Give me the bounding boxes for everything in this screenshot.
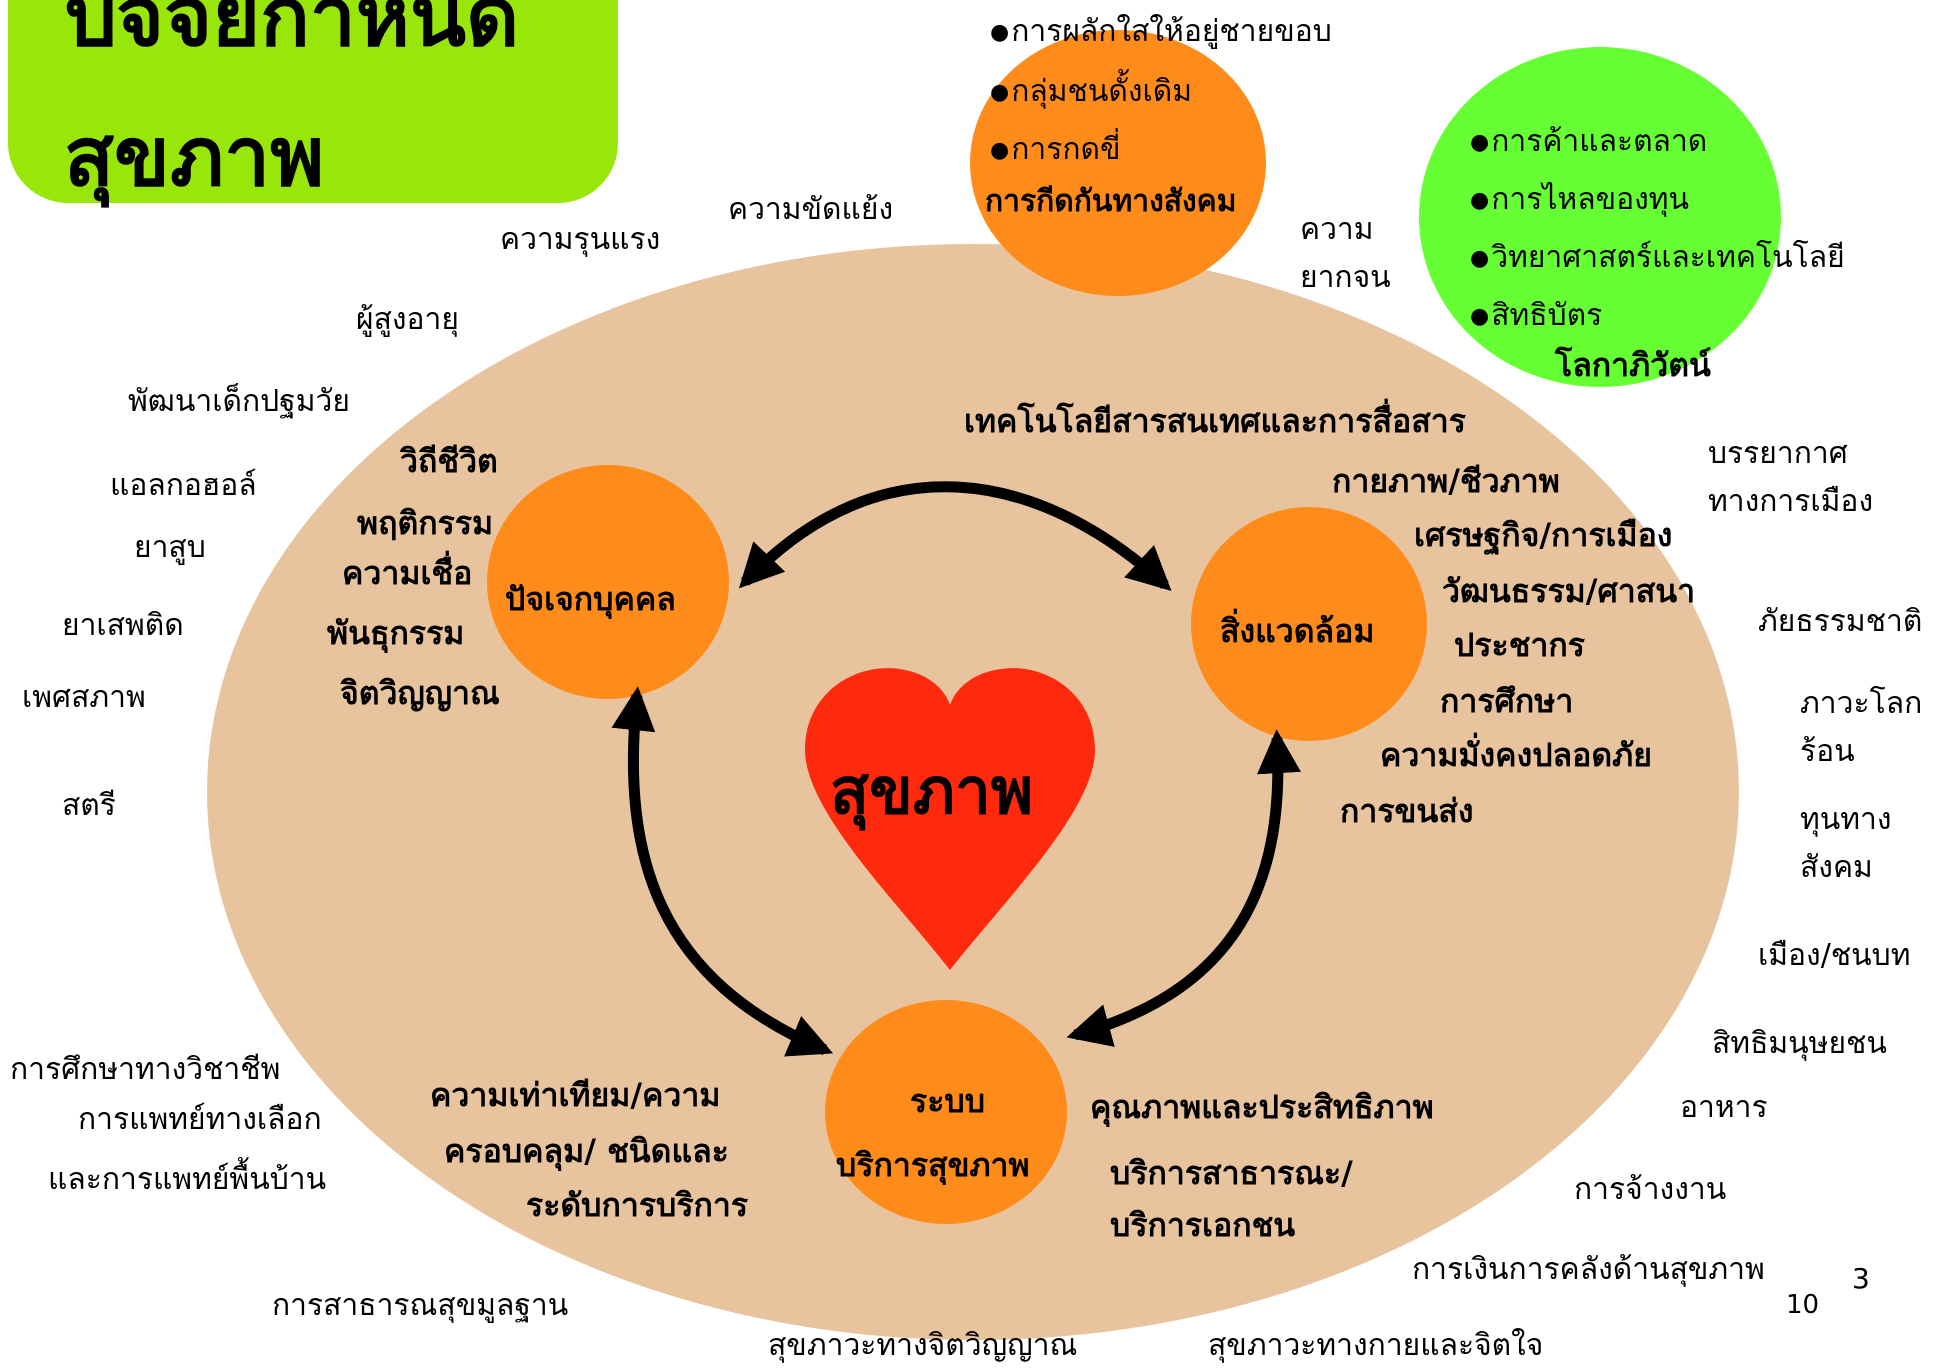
health-center-label: สุขภาพ: [830, 755, 1034, 829]
globalization-label: โลกาภิวัตน์: [1555, 346, 1711, 384]
outer-factor: อาหาร: [1680, 1090, 1768, 1125]
globalization-item: สิทธิบัตร: [1470, 292, 1602, 339]
title-line-2: สุขภาพ: [64, 110, 325, 205]
health-system-label-2: บริการสุขภาพ: [836, 1146, 1030, 1184]
social-exclusion-item: การผลักใสให้อยู่ชายขอบ: [990, 8, 1332, 55]
environment-factor: การศึกษา: [1440, 682, 1574, 720]
social-exclusion-item: การกดขี่: [990, 126, 1120, 173]
system-left-text: ครอบคลุม/ ชนิดและ: [444, 1132, 729, 1170]
outer-factor: การศึกษาทางวิชาชีพ: [10, 1052, 281, 1087]
outer-factor: ภาวะโลก: [1800, 686, 1923, 721]
globalization-item: วิทยาศาสตร์และเทคโนโลยี: [1470, 234, 1844, 281]
outer-factor: ภัยธรรมชาติ: [1758, 604, 1923, 639]
title-line-1: ปัจจัยกำหนด: [64, 0, 520, 65]
outer-factor: การเงินการคลังด้านสุขภาพ: [1412, 1252, 1765, 1287]
arrow-individual-system: [611, 686, 834, 1057]
arrow-individual-environment: [738, 481, 1172, 591]
outer-factor: ยาสูบ: [134, 530, 206, 565]
outer-factor: ทุนทาง: [1800, 802, 1892, 837]
outer-factor: สุขภาวะทางกายและจิตใจ: [1208, 1328, 1544, 1363]
outer-factor: ความ: [1300, 212, 1374, 247]
system-right-text: คุณภาพและประสิทธิภาพ: [1090, 1088, 1434, 1126]
outer-factor: ร้อน: [1800, 734, 1855, 769]
outer-factor: เพศสภาพ: [22, 680, 146, 715]
system-left-text: ความเท่าเทียม/ความ: [430, 1076, 721, 1114]
social-exclusion-item: กลุ่มชนดั้งเดิม: [990, 68, 1192, 115]
arrow-environment-system: [1066, 729, 1301, 1047]
system-left-text: ระดับการบริการ: [526, 1186, 749, 1224]
outer-factor: ทางการเมือง: [1708, 484, 1874, 519]
outer-factor: พัฒนาเด็กปฐมวัย: [128, 384, 350, 419]
page-number: 3: [1852, 1262, 1870, 1295]
environment-factor: ความมั่งคงปลอดภัย: [1380, 736, 1652, 774]
individual-circle: [487, 465, 729, 699]
individual-factor: จิตวิญญาณ: [340, 674, 500, 712]
health-system-circle: [825, 1000, 1067, 1224]
outer-factor: การจ้างงาน: [1574, 1172, 1727, 1207]
environment-factor: กายภาพ/ชีวภาพ: [1332, 462, 1560, 500]
environment-factor: การขนส่ง: [1340, 792, 1474, 830]
social-exclusion-label: การกีดกันทางสังคม: [985, 184, 1237, 219]
individual-label: ปัจเจกบุคคล: [505, 580, 676, 618]
individual-factor: พฤติกรรม: [357, 504, 494, 542]
outer-factor: สิทธิมนุษยชน: [1712, 1026, 1887, 1061]
globalization-item: การค้าและตลาด: [1470, 118, 1707, 165]
system-right-text: บริการสาธารณะ/: [1110, 1154, 1353, 1192]
outer-factor: บรรยากาศ: [1708, 436, 1848, 471]
environment-factor: วัฒนธรรม/ศาสนา: [1442, 572, 1696, 610]
system-right-text: บริการเอกชน: [1110, 1206, 1296, 1244]
page-number-sub: 10: [1786, 1290, 1820, 1320]
outer-factor: ความรุนแรง: [500, 222, 661, 257]
outer-factor: สุขภาวะทางจิตวิญญาณ: [768, 1328, 1078, 1363]
title-box: [8, 0, 618, 203]
individual-factor: พันธุกรรม: [327, 614, 465, 652]
environment-circle: [1191, 507, 1427, 741]
environment-factor: เศรษฐกิจ/การเมือง: [1414, 516, 1673, 554]
individual-factor: ความเชื่อ: [342, 554, 473, 592]
outer-factor: ผู้สูงอายุ: [356, 302, 459, 337]
heart-shape: [805, 668, 1095, 970]
outer-factor: การแพทย์ทางเลือก: [78, 1102, 322, 1137]
globalization-item: การไหลของทุน: [1470, 176, 1689, 223]
outer-factor: ยาเสพติด: [62, 608, 184, 643]
outer-factor: ความขัดแย้ง: [728, 192, 894, 227]
outer-factor: การสาธารณสุขมูลฐาน: [272, 1288, 569, 1323]
outer-factor: เมือง/ชนบท: [1758, 938, 1911, 973]
outer-factor: แอลกอฮอล์: [110, 468, 257, 503]
environment-factor: ประชากร: [1454, 626, 1585, 664]
individual-factor: วิถีชีวิต: [400, 442, 498, 480]
outer-factor: สตรี: [62, 788, 116, 823]
outer-factor: ยากจน: [1300, 260, 1391, 295]
health-system-label-1: ระบบ: [910, 1082, 985, 1120]
environment-label: สิ่งแวดล้อม: [1220, 612, 1375, 650]
environment-factor: เทคโนโลยีสารสนเทศและการสื่อสาร: [964, 402, 1466, 440]
outer-factor: สังคม: [1800, 850, 1873, 885]
outer-factor: และการแพทย์พื้นบ้าน: [48, 1162, 327, 1197]
